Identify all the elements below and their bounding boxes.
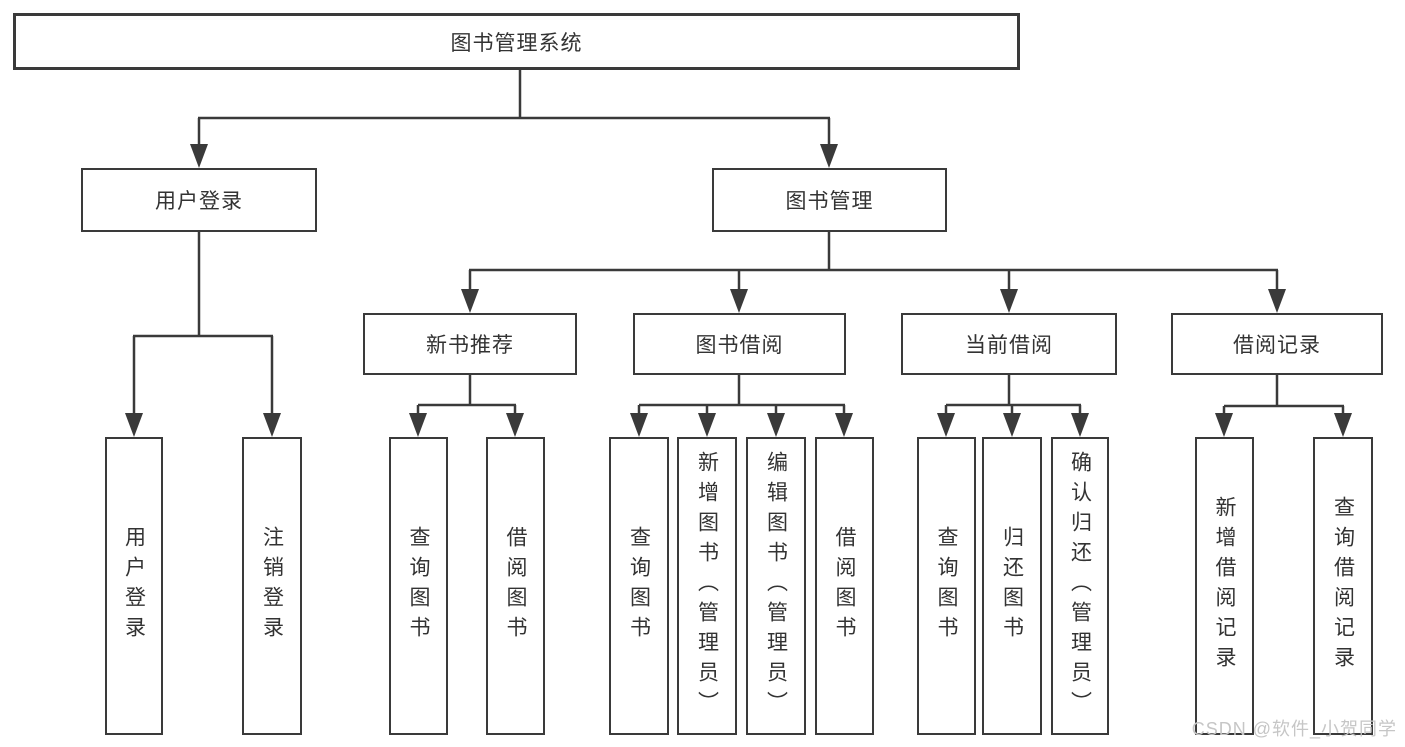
node-current-borrow: 当前借阅 bbox=[901, 313, 1117, 375]
arrowhead-icon bbox=[461, 289, 479, 313]
arrowhead-icon bbox=[1071, 413, 1089, 437]
arrowhead-icon bbox=[190, 144, 208, 168]
leaf-add-borrow-record: 新增借阅记录 bbox=[1195, 437, 1254, 735]
node-new-book-recommend: 新书推荐 bbox=[363, 313, 577, 375]
arrowhead-icon bbox=[730, 289, 748, 313]
leaf-confirm-return-admin: 确认归还（管理员） bbox=[1051, 437, 1109, 735]
leaf-borrow-books: 借阅图书 bbox=[815, 437, 874, 735]
leaf-query-books-current: 查询图书 bbox=[917, 437, 976, 735]
arrowhead-icon bbox=[937, 413, 955, 437]
leaf-logout: 注销登录 bbox=[242, 437, 302, 735]
arrowhead-icon bbox=[1000, 289, 1018, 313]
arrowhead-icon bbox=[698, 413, 716, 437]
leaf-add-book-admin: 新增图书（管理员） bbox=[677, 437, 737, 735]
arrowhead-icon bbox=[1003, 413, 1021, 437]
node-book-borrow: 图书借阅 bbox=[633, 313, 846, 375]
arrowhead-icon bbox=[263, 413, 281, 437]
arrowhead-icon bbox=[835, 413, 853, 437]
leaf-query-books-borrow: 查询图书 bbox=[609, 437, 669, 735]
leaf-return-book: 归还图书 bbox=[982, 437, 1042, 735]
leaf-query-borrow-record: 查询借阅记录 bbox=[1313, 437, 1373, 735]
node-user-login: 用户登录 bbox=[81, 168, 317, 232]
node-book-management: 图书管理 bbox=[712, 168, 947, 232]
arrowhead-icon bbox=[409, 413, 427, 437]
arrowhead-icon bbox=[506, 413, 524, 437]
leaf-borrow-books-recommend: 借阅图书 bbox=[486, 437, 545, 735]
arrowhead-icon bbox=[1334, 413, 1352, 437]
node-root: 图书管理系统 bbox=[13, 13, 1020, 70]
watermark: CSDN @软件_小贺同学 bbox=[1191, 719, 1397, 739]
leaf-user-login: 用户登录 bbox=[105, 437, 163, 735]
arrowhead-icon bbox=[630, 413, 648, 437]
leaf-query-books-recommend: 查询图书 bbox=[389, 437, 448, 735]
arrowhead-icon bbox=[125, 413, 143, 437]
arrowhead-icon bbox=[820, 144, 838, 168]
arrowhead-icon bbox=[1215, 413, 1233, 437]
arrowhead-icon bbox=[1268, 289, 1286, 313]
leaf-edit-book-admin: 编辑图书（管理员） bbox=[746, 437, 806, 735]
node-borrow-records: 借阅记录 bbox=[1171, 313, 1383, 375]
arrowhead-icon bbox=[767, 413, 785, 437]
